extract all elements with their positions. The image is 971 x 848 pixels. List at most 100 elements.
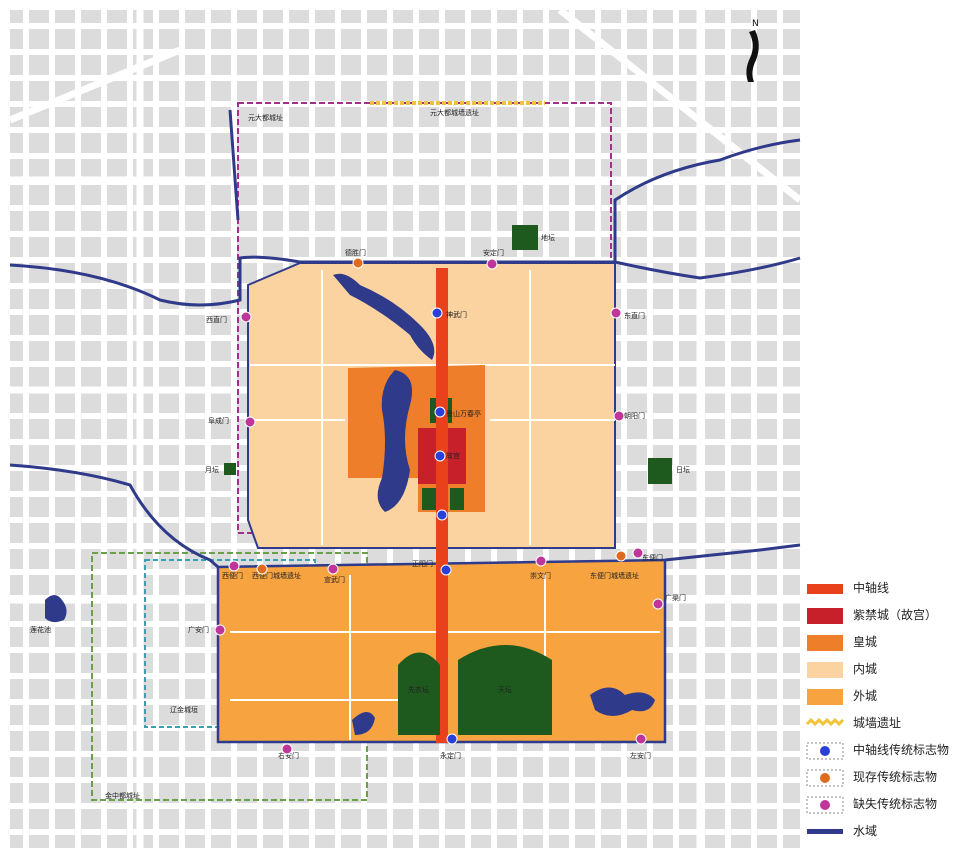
missing-marker (214, 624, 226, 636)
label-zhengyangmen: 正阳门 (412, 559, 433, 568)
axis-marker (434, 406, 446, 418)
axis-marker (446, 733, 458, 745)
legend-item-inner-city: 内城 (805, 658, 971, 682)
legend-item-axis: 中轴线 (805, 577, 971, 601)
label-youanmen: 右安门 (278, 751, 299, 760)
central-axis (436, 268, 448, 743)
longtan-lake (590, 687, 655, 716)
outer-city-swatch (807, 689, 843, 705)
label-dongbianmen-ruins: 东便门城墙遗址 (590, 571, 639, 580)
missing-marker (228, 560, 240, 572)
existing-marker (615, 550, 627, 562)
missing-marker (240, 311, 252, 323)
legend-label-missing-landmark: 缺失传统标志物 (853, 797, 938, 811)
north-symbol: N (752, 19, 759, 29)
legend-label-forbidden-city: 紫禁城（故宫） (853, 608, 938, 622)
missing-landmarks (214, 258, 664, 755)
axis-marker (440, 564, 452, 576)
legend-label-water: 水域 (853, 824, 878, 838)
yuetan-park (224, 463, 236, 475)
label-dadu-wall-site: 元大都城墙遗址 (430, 108, 479, 117)
label-zuoanmen: 左安门 (630, 751, 651, 760)
axis-landmarks (431, 307, 458, 745)
label-shenwumen: 神武门 (446, 310, 467, 319)
map-legend: 中轴线 紫禁城（故宫） 皇城 内城 外城 城墙遗址 中轴线传统标志物 现存传统标… (805, 577, 971, 848)
legend-item-outer-city: 外城 (805, 685, 971, 709)
ritan-park (648, 458, 672, 484)
legend-item-water: 水域 (805, 820, 971, 844)
lianhuachi (45, 595, 67, 623)
axis-marker (436, 509, 448, 521)
legend-item-existing-landmark: 现存传统标志物 (805, 766, 971, 790)
axis-swatch (807, 584, 843, 594)
forbidden-city-se-green (450, 488, 464, 510)
temple-of-heaven-park (458, 645, 552, 735)
label-dadu-city-site: 元大都城址 (248, 113, 283, 122)
missing-marker (632, 547, 644, 559)
legend-label-wall-ruins: 城墙遗址 (853, 716, 902, 730)
legend-item-missing-landmark: 缺失传统标志物 (805, 793, 971, 817)
label-dongzhimen: 东直门 (624, 311, 645, 320)
missing-marker (652, 598, 664, 610)
existing-marker (256, 563, 268, 575)
label-xibianmen-ruins: 西便门城墙遗址 (252, 571, 301, 580)
inner-city-swatch (807, 662, 843, 678)
forbidden-city-sw-green (422, 488, 436, 510)
legend-label-existing-landmark: 现存传统标志物 (853, 770, 938, 784)
xiannongtan-park (398, 652, 440, 735)
legend-label-axis: 中轴线 (853, 581, 890, 595)
legend-label-axis-landmark: 中轴线传统标志物 (853, 743, 950, 757)
label-deshengmen: 德胜门 (345, 248, 366, 257)
label-fuchengmen: 阜成门 (208, 416, 229, 425)
liao-jin-outline (144, 559, 316, 728)
existing-landmarks (256, 257, 627, 575)
imperial-city-swatch (807, 635, 843, 651)
label-xiannongtan: 先农坛 (408, 685, 429, 694)
label-forbidden-city: 故宫 (446, 451, 460, 460)
north-arrow: N (746, 19, 759, 82)
moat-waterways (9, 109, 801, 569)
zhongnanhai-lakes (377, 370, 413, 512)
missing-marker (244, 416, 256, 428)
missing-marker (613, 410, 625, 422)
label-guangqumen: 广渠门 (665, 593, 686, 602)
axis-marker (434, 450, 446, 462)
label-yuetan: 月坛 (205, 465, 219, 474)
missing-marker (610, 307, 622, 319)
label-xuanwumen: 宣武门 (324, 575, 345, 584)
wall-ruins-swatch (805, 717, 845, 727)
legend-label-outer-city: 外城 (853, 689, 878, 703)
map-labels: 元大都城址 元大都城墙遗址 德胜门 安定门 地坛 西直门 东直门 阜成门 朝阳门… (30, 108, 690, 800)
existing-landmark-swatch (806, 769, 844, 787)
label-guanganmen: 广安门 (188, 625, 209, 634)
missing-marker (281, 743, 293, 755)
label-chaoyangmen: 朝阳门 (624, 411, 645, 420)
missing-marker (486, 258, 498, 270)
existing-marker (352, 257, 364, 269)
southwest-pond (352, 711, 375, 735)
missing-landmark-swatch (806, 796, 844, 814)
label-chongwenmen: 崇文门 (530, 571, 551, 580)
legend-label-inner-city: 内城 (853, 662, 878, 676)
label-jingshan: 景山万春亭 (446, 409, 481, 418)
label-temple-of-heaven: 天坛 (498, 685, 512, 694)
label-xibianmen: 西便门 (222, 571, 243, 580)
water-swatch (807, 829, 843, 834)
label-jin-palace-ruins: 辽金城垣 (170, 705, 198, 714)
label-ritan: 日坛 (676, 465, 690, 474)
axis-marker (431, 307, 443, 319)
label-xizhimen: 西直门 (206, 315, 227, 324)
legend-item-axis-landmark: 中轴线传统标志物 (805, 739, 971, 763)
label-yongdingmen: 永定门 (440, 751, 461, 760)
ditan-park (512, 225, 538, 250)
north-lakes (333, 273, 435, 360)
missing-marker (535, 555, 547, 567)
legend-item-forbidden-city: 紫禁城（故宫） (805, 604, 971, 628)
axis-landmark-swatch (806, 742, 844, 760)
label-andingmen: 安定门 (483, 248, 504, 257)
legend-item-wall-ruins: 城墙遗址 (805, 712, 971, 736)
label-jin-zhongdu: 金中都城址 (105, 791, 140, 800)
label-ditan: 地坛 (541, 233, 555, 242)
label-dongbianmen: 东便门 (642, 553, 663, 562)
